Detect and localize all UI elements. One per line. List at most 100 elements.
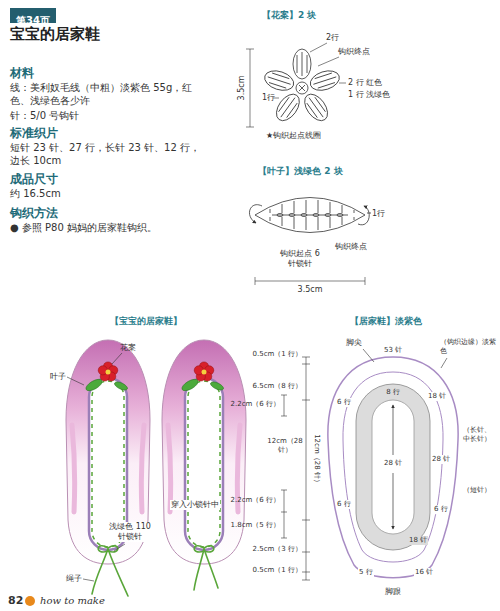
row-count: 6 行 [433, 505, 449, 514]
color-note: 2 行 红色 [348, 78, 382, 88]
dimension: 2.2cm（6 行） [231, 496, 280, 505]
callout: 钩织终点 [338, 47, 370, 57]
leaf-chart [255, 198, 365, 233]
slipper-illustration [112, 353, 122, 364]
body-text: 约 16.5cm [10, 188, 61, 201]
dimension-line [281, 395, 287, 416]
slipper-illustration [92, 549, 108, 594]
callout: 绳子 [66, 574, 82, 584]
chart-heading: 【花案】2 块 [262, 10, 316, 21]
slipper-illustration [162, 340, 246, 564]
stitch-count: 16 针 [414, 568, 434, 577]
page-title: 宝宝的居家鞋 [10, 25, 100, 44]
callout: ★钩织起点线圈 [266, 131, 321, 141]
sole-chart [363, 349, 447, 368]
slipper-illustration [66, 340, 246, 596]
slipper-illustration [114, 544, 125, 551]
sole-chart [393, 405, 394, 455]
footer-text: how to make [40, 595, 105, 608]
callout: 穿入小锁针中 [170, 500, 220, 510]
dimension: 2.2cm（6 行） [231, 400, 280, 409]
stitch-note: （短针） [463, 486, 495, 495]
sole-chart [328, 349, 458, 578]
slipper-illustration [83, 579, 94, 581]
callout: 1行 [262, 93, 275, 103]
slipper-illustration [67, 377, 84, 385]
callout: 钩织起点 6 针锁针 [277, 249, 323, 269]
callout: 1行 [372, 209, 385, 219]
leaf-chart [270, 217, 354, 230]
stitch-count: 18 针 [427, 392, 447, 401]
leader-line [339, 83, 346, 84]
section-heading: 标准织片 [10, 126, 58, 141]
stitch-count: 28 针 [431, 455, 451, 464]
sole-chart [328, 357, 458, 578]
dimension: 12cm（28 针） [313, 434, 322, 486]
callout: 脚跟 [385, 587, 401, 597]
stitch-count: 53 针 [384, 346, 402, 355]
flower-chart [293, 49, 311, 79]
flower-chart [299, 85, 305, 91]
section-heading: 钩织方法 [10, 206, 58, 221]
callout: 2行 [326, 33, 339, 43]
leaf-chart [301, 214, 307, 217]
callout: 叶子 [50, 372, 66, 382]
sole-chart [372, 400, 414, 534]
flower-chart [312, 72, 338, 89]
leaf-chart [313, 214, 319, 217]
dimension: 3.5cm [298, 285, 323, 295]
dimension: 3.5cm [237, 76, 247, 101]
leaf-chart [255, 277, 365, 285]
row-count: 5 行 [358, 568, 374, 577]
dimension-line [281, 490, 287, 538]
callout: 花案 [120, 343, 136, 353]
flower-chart [272, 90, 304, 125]
row-count: 6 行 [336, 398, 352, 407]
leaf-chart [272, 215, 348, 216]
flower-chart [272, 90, 304, 125]
dimension: 2.5cm（3 行） [253, 545, 302, 554]
callout: 脚尖 [346, 338, 362, 348]
dimension-line [306, 357, 307, 580]
leader-line [246, 49, 254, 127]
color-note: 1 行 浅绿色 [348, 90, 390, 100]
leaf-chart [249, 198, 371, 286]
row-count: 6 行 [336, 500, 352, 509]
stitch-count: 28 针 [383, 459, 403, 468]
dimension: 1.8cm（5 行） [231, 521, 280, 530]
flower-chart [266, 72, 292, 89]
stitch-count: 18 针 [408, 536, 428, 545]
dimension: 6.5cm（8 行） [253, 382, 302, 391]
dimension: 0.5cm（1 行） [253, 350, 302, 359]
flower-chart [262, 67, 296, 93]
chart-heading: 【叶子】浅绿色 2 块 [258, 166, 343, 177]
flower-chart [305, 95, 327, 120]
slipper-illustration [204, 549, 218, 588]
flower-chart [308, 67, 342, 93]
color-note: （钩织边缘）淡紫色 [440, 338, 496, 356]
leaf-chart [289, 214, 295, 217]
leaf-chart [337, 214, 343, 217]
dimension: 0.5cm（1 行） [253, 566, 302, 575]
flower-chart [297, 52, 307, 76]
flower-chart [293, 49, 311, 79]
chart-heading: 【居家鞋】淡紫色 [350, 316, 422, 327]
leaf-chart [270, 200, 354, 213]
leader-line [246, 43, 346, 127]
leaf-chart [249, 205, 262, 223]
slipper-illustration [67, 353, 125, 581]
body-text: 针：5/0 号钩针 [10, 110, 79, 123]
slipper-illustration [194, 549, 204, 590]
sole-chart [356, 384, 430, 550]
slipper-illustration [92, 546, 218, 596]
callout: 钩织终点 [335, 242, 367, 252]
flower-chart [262, 49, 342, 125]
flower-chart [277, 95, 299, 120]
slipper-illustration [108, 549, 128, 596]
sole-chart [393, 473, 394, 529]
flower-chart [300, 90, 332, 125]
dimension-line [302, 357, 310, 580]
leaf-chart [358, 206, 369, 225]
body-text: 线：美利奴毛线（中粗）淡紫色 55g，红色、浅绿色各少许 [10, 82, 202, 107]
